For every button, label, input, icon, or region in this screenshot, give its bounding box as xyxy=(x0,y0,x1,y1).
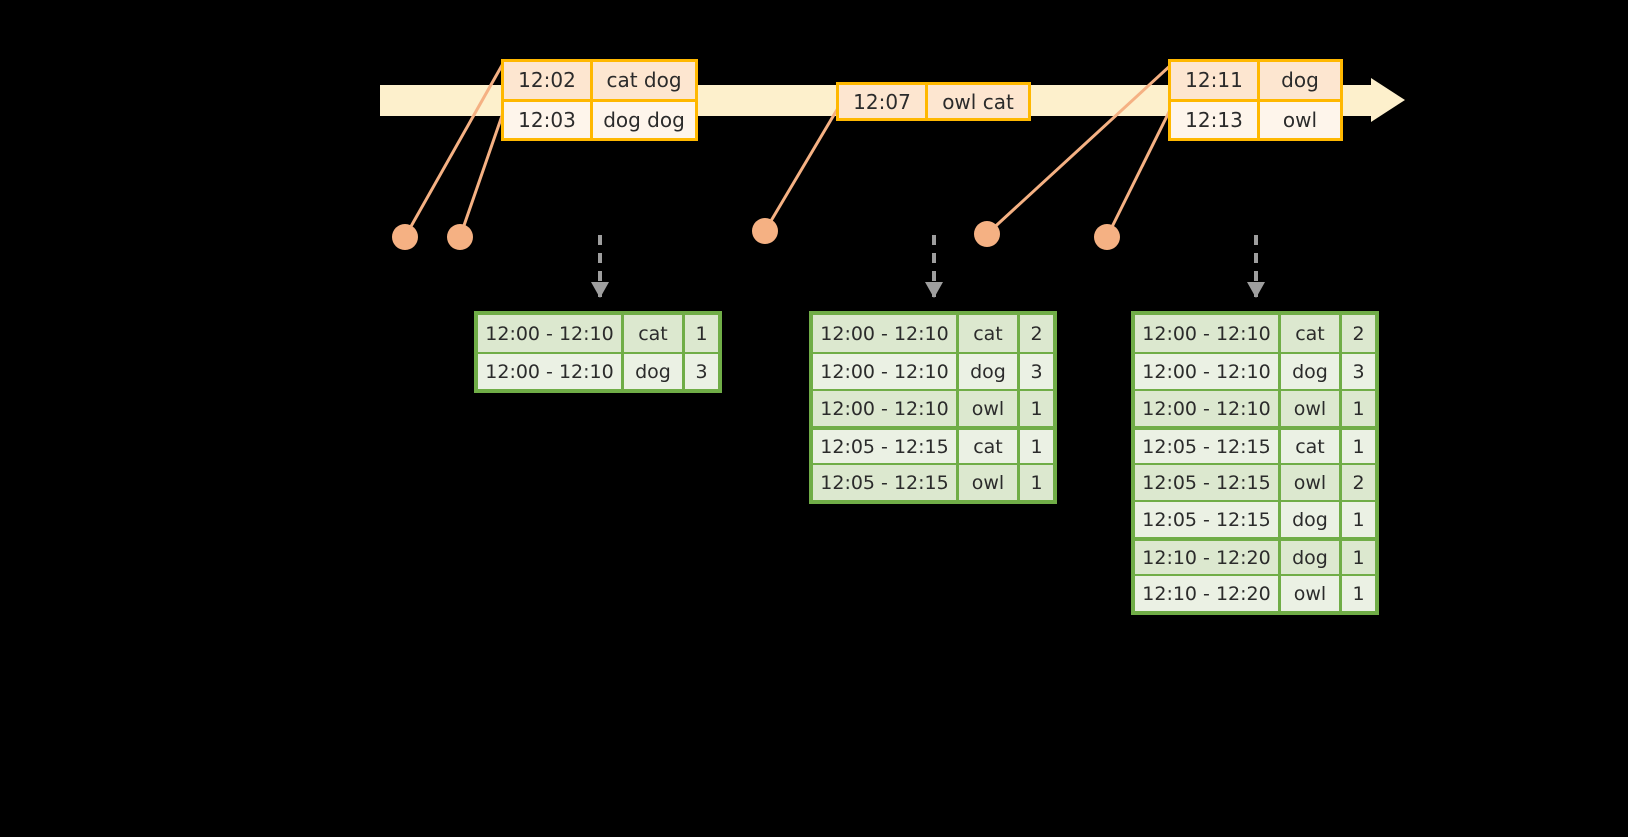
event-row: 12:02 cat dog xyxy=(504,62,695,99)
event-time: 12:11 xyxy=(1171,62,1260,99)
cell-word: owl xyxy=(1281,465,1342,500)
event-row: 12:07 owl cat xyxy=(839,85,1028,118)
cell-window: 12:00 - 12:10 xyxy=(813,391,959,426)
event-dot-1 xyxy=(392,224,418,250)
cell-window: 12:10 - 12:20 xyxy=(1135,576,1281,611)
cell-word: cat xyxy=(959,315,1020,352)
event-box-1[interactable]: 12:02 cat dog 12:03 dog dog xyxy=(501,59,698,141)
cell-window: 12:00 - 12:10 xyxy=(1135,391,1281,426)
arrow-shaft xyxy=(932,235,936,297)
cell-word: dog xyxy=(624,354,685,389)
cell-count: 1 xyxy=(1352,546,1365,569)
timeline-arrowhead-icon xyxy=(1371,78,1405,122)
event-time: 12:13 xyxy=(1171,101,1260,138)
cell-count: 1 xyxy=(1352,582,1365,605)
cell-word: owl xyxy=(959,391,1020,426)
event-words: dog dog xyxy=(603,107,685,132)
cell-window: 12:05 - 12:15 xyxy=(1135,430,1281,463)
cell-count: 1 xyxy=(1352,508,1365,531)
cell-count: 3 xyxy=(1030,360,1043,383)
cell-window: 12:05 - 12:15 xyxy=(813,465,959,500)
cell-window: 12:00 - 12:10 xyxy=(478,315,624,352)
event-words: dog xyxy=(1281,68,1319,93)
cell-count: 2 xyxy=(1352,471,1365,494)
cell-count: 2 xyxy=(1352,322,1365,345)
cell-word: cat xyxy=(1281,430,1342,463)
event-time: 12:03 xyxy=(504,101,593,138)
cell-word: dog xyxy=(959,354,1020,389)
cell-word: cat xyxy=(624,315,685,352)
cell-word: owl xyxy=(1281,391,1342,426)
dashed-arrow-3-icon xyxy=(1247,235,1265,298)
event-dot-5 xyxy=(1094,224,1120,250)
arrow-shaft xyxy=(598,235,602,297)
event-dot-2 xyxy=(447,224,473,250)
event-words: cat dog xyxy=(606,68,682,93)
cell-word: cat xyxy=(959,430,1020,463)
cell-window: 12:00 - 12:10 xyxy=(813,315,959,352)
event-row: 12:11 dog xyxy=(1171,62,1340,99)
cell-count: 1 xyxy=(1030,435,1043,458)
cell-count: 1 xyxy=(1030,471,1043,494)
cell-count: 1 xyxy=(1352,397,1365,420)
cell-word: dog xyxy=(1281,354,1342,389)
cell-window: 12:00 - 12:10 xyxy=(1135,315,1281,352)
cell-window: 12:05 - 12:15 xyxy=(1135,465,1281,500)
event-words: owl xyxy=(1282,107,1318,132)
event-box-2[interactable]: 12:07 owl cat xyxy=(836,82,1031,121)
cell-count: 3 xyxy=(1352,360,1365,383)
cell-word: owl xyxy=(1281,576,1342,611)
event-dot-4 xyxy=(974,221,1000,247)
cell-count: 1 xyxy=(1030,397,1043,420)
connector-line-5 xyxy=(1105,107,1173,238)
event-row: 12:13 owl xyxy=(1171,98,1340,138)
connector-line-2 xyxy=(458,109,506,238)
cell-window: 12:00 - 12:10 xyxy=(813,354,959,389)
event-words: owl cat xyxy=(942,89,1014,114)
cell-count: 3 xyxy=(695,360,708,383)
cell-count: 1 xyxy=(695,322,708,345)
arrow-head xyxy=(925,282,943,298)
event-time: 12:07 xyxy=(839,85,928,118)
cell-word: dog xyxy=(1281,541,1342,574)
event-dot-3 xyxy=(752,218,778,244)
cell-window: 12:00 - 12:10 xyxy=(478,354,624,389)
cell-window: 12:05 - 12:15 xyxy=(813,430,959,463)
cell-word: cat xyxy=(1281,315,1342,352)
cell-window: 12:10 - 12:20 xyxy=(1135,541,1281,574)
connector-line-3 xyxy=(763,107,840,232)
cell-window: 12:05 - 12:15 xyxy=(1135,502,1281,537)
event-box-3[interactable]: 12:11 dog 12:13 owl xyxy=(1168,59,1343,141)
dashed-arrow-1-icon xyxy=(591,235,609,298)
cell-word: owl xyxy=(959,465,1020,500)
cell-count: 1 xyxy=(1352,435,1365,458)
arrow-head xyxy=(1247,282,1265,298)
cell-count: 2 xyxy=(1030,322,1043,345)
event-row: 12:03 dog dog xyxy=(504,98,695,138)
event-time: 12:02 xyxy=(504,62,593,99)
dashed-arrow-2-icon xyxy=(925,235,943,298)
cell-window: 12:00 - 12:10 xyxy=(1135,354,1281,389)
arrow-shaft xyxy=(1254,235,1258,297)
cell-word: dog xyxy=(1281,502,1342,537)
arrow-head xyxy=(591,282,609,298)
